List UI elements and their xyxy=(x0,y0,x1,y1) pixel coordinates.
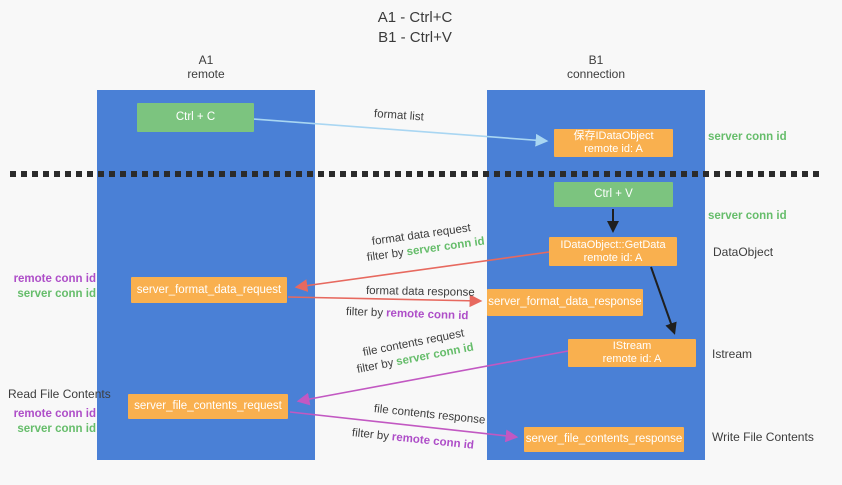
flow-label-format-list: format list xyxy=(374,108,425,123)
lane-a-header: A1 remote xyxy=(97,53,315,81)
node-server-format-data-request-label: server_format_data_request xyxy=(136,283,282,296)
node-server-format-data-request: server_format_data_request xyxy=(131,277,287,303)
node-ctrl-v: Ctrl + V xyxy=(554,182,673,207)
lane-b-name: B1 xyxy=(588,53,604,67)
node-server-file-contents-response-label: server_file_contents_response xyxy=(525,433,683,445)
node-getdata-line1: IDataObject::GetData xyxy=(560,238,666,251)
flow-label-file-contents-response: file contents response xyxy=(373,403,486,427)
node-server-file-contents-response: server_file_contents_response xyxy=(524,427,684,452)
lane-a-role: remote xyxy=(187,67,225,81)
filter-by-text: filter by xyxy=(345,306,384,320)
node-getdata-line2: remote id: A xyxy=(583,251,643,264)
server-conn-id-label: server conn id xyxy=(17,423,96,435)
node-istream-line2: remote id: A xyxy=(602,353,662,365)
server-conn-id-label: server conn id xyxy=(17,288,96,300)
write-file-contents-label: Write File Contents xyxy=(712,430,814,444)
read-file-contents-label: Read File Contents xyxy=(8,387,111,401)
format-list-text: format list xyxy=(373,108,425,124)
filter-by-text: filter by xyxy=(366,246,405,264)
left-format-conn-ids: remote conn id server conn id xyxy=(0,272,96,302)
lane-b-role: connection xyxy=(566,67,626,81)
diagram-title: A1 - Ctrl+C B1 - Ctrl+V xyxy=(325,8,505,48)
node-server-format-data-response: server_format_data_response xyxy=(487,289,643,316)
filter-by-text: filter by xyxy=(355,357,395,376)
node-server-file-contents-request-label: server_file_contents_request xyxy=(134,400,282,412)
node-server-file-contents-request: server_file_contents_request xyxy=(128,394,288,419)
flow-label-format-data-response: format data response xyxy=(366,285,475,299)
node-server-format-data-response-label: server_format_data_response xyxy=(488,296,642,308)
node-save-idataobject-line1: 保存IDataObject xyxy=(573,130,654,142)
lane-b-header: B1 connection xyxy=(487,53,705,81)
file-contents-response-text: file contents response xyxy=(373,403,486,427)
node-save-idataobject: 保存IDataObject remote id: A xyxy=(554,129,673,157)
title-line-1: A1 - Ctrl+C xyxy=(377,9,453,26)
node-istream: IStream remote id: A xyxy=(568,339,696,367)
filter-key-remote-conn-id: remote conn id xyxy=(385,307,469,323)
node-save-idataobject-line2: remote id: A xyxy=(584,143,643,155)
remote-conn-id-label: remote conn id xyxy=(13,408,96,420)
filter-key-remote-conn-id: remote conn id xyxy=(391,431,475,452)
filter-by-text: filter by xyxy=(351,427,390,443)
lane-a-name: A1 xyxy=(198,53,214,67)
node-getdata: IDataObject::GetData remote id: A xyxy=(549,237,677,266)
remote-conn-id-label: remote conn id xyxy=(13,273,96,285)
node-istream-line1: IStream xyxy=(612,340,652,352)
format-data-response-text: format data response xyxy=(365,285,475,299)
server-conn-id-label: server conn id xyxy=(708,210,787,222)
istream-label: Istream xyxy=(712,347,753,361)
node-ctrl-c: Ctrl + C xyxy=(137,103,254,132)
node-ctrl-v-label: Ctrl + V xyxy=(594,188,633,200)
dataobject-label: DataObject xyxy=(713,245,774,259)
dotted-divider xyxy=(10,171,824,177)
title-line-2: B1 - Ctrl+V xyxy=(378,29,452,46)
server-conn-id-label: server conn id xyxy=(708,131,787,143)
left-file-conn-ids: remote conn id server conn id xyxy=(0,407,96,437)
node-ctrl-c-label: Ctrl + C xyxy=(175,111,216,123)
